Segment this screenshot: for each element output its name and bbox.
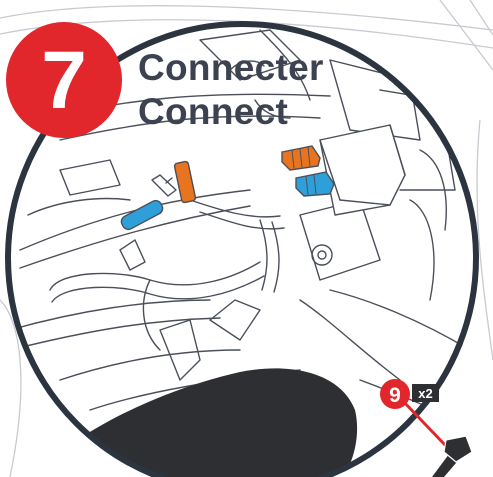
step-number-text: 7: [41, 35, 87, 126]
bolt-icon: [432, 436, 472, 477]
step-number-badge: 7: [6, 22, 122, 138]
step-title: Connecter Connect: [138, 46, 324, 134]
part-number-text: 9: [389, 384, 401, 407]
title-french: Connecter: [138, 46, 324, 90]
quantity-text: x2: [418, 386, 432, 401]
title-english: Connect: [138, 90, 324, 134]
